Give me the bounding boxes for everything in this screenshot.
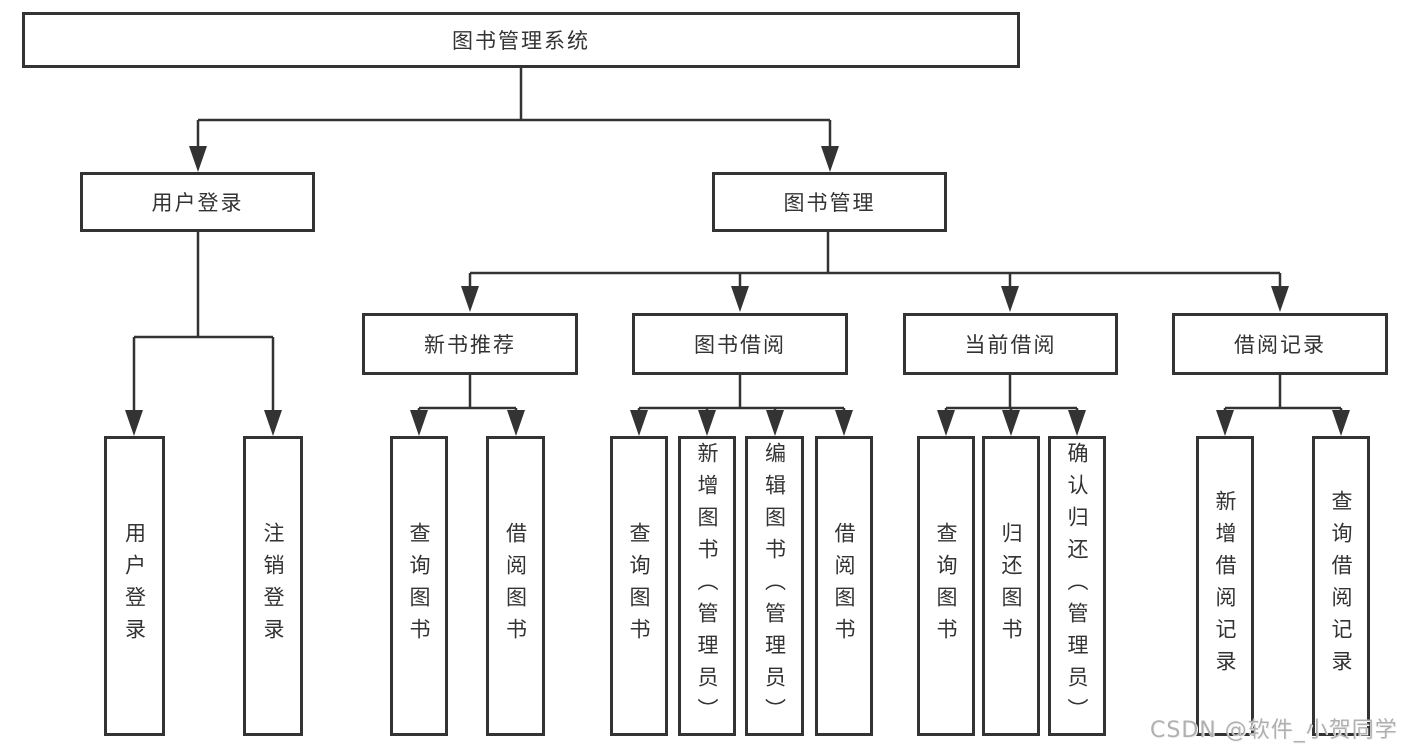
- leaf-records-add-record-label: 新增借阅记录: [1213, 490, 1237, 682]
- leaf-current-query-books-label: 查询图书: [934, 522, 958, 650]
- leaf-borrowing-add-books-admin-label: 新增图书（管理员）: [695, 442, 719, 730]
- leaf-borrowing-edit-books-admin: 编辑图书（管理员）: [745, 436, 804, 736]
- node-group-book-borrowing-label: 图书借阅: [694, 333, 786, 357]
- node-branch-book-management: 图书管理: [712, 172, 947, 232]
- leaf-current-return-books: 归还图书: [982, 436, 1040, 736]
- node-branch-user-login: 用户登录: [80, 172, 315, 232]
- leaf-borrowing-query-books: 查询图书: [610, 436, 668, 736]
- leaf-current-confirm-return-admin-label: 确认归还（管理员）: [1065, 442, 1089, 730]
- leaf-borrowing-borrow-books-label: 借阅图书: [832, 522, 856, 650]
- node-root-system: 图书管理系统: [22, 12, 1020, 68]
- arrowheads: [125, 146, 1350, 436]
- leaf-records-query-record: 查询借阅记录: [1312, 436, 1370, 736]
- node-group-borrowing-records: 借阅记录: [1172, 313, 1388, 375]
- node-branch-user-login-label: 用户登录: [151, 191, 244, 215]
- leaf-borrowing-add-books-admin: 新增图书（管理员）: [678, 436, 736, 736]
- leaf-newrec-borrow-books-label: 借阅图书: [503, 522, 528, 650]
- leaf-newrec-query-books-label: 查询图书: [407, 522, 431, 650]
- node-branch-book-management-label: 图书管理: [783, 191, 876, 215]
- node-group-current-borrowing: 当前借阅: [903, 313, 1118, 375]
- csdn-watermark: CSDN @软件_小贺同学: [1150, 718, 1398, 743]
- node-group-new-book-recommend-label: 新书推荐: [424, 333, 516, 357]
- leaf-newrec-query-books: 查询图书: [390, 436, 448, 736]
- leaf-current-return-books-label: 归还图书: [999, 522, 1023, 650]
- leaf-logout: 注销登录: [243, 436, 303, 736]
- leaf-current-confirm-return-admin: 确认归还（管理员）: [1048, 436, 1106, 736]
- leaf-user-login-label: 用户登录: [122, 522, 147, 650]
- node-group-current-borrowing-label: 当前借阅: [964, 333, 1057, 357]
- leaf-borrowing-query-books-label: 查询图书: [627, 522, 651, 650]
- leaf-borrowing-edit-books-admin-label: 编辑图书（管理员）: [762, 442, 787, 730]
- leaf-records-query-record-label: 查询借阅记录: [1329, 490, 1353, 682]
- leaf-logout-label: 注销登录: [261, 522, 285, 650]
- node-group-borrowing-records-label: 借阅记录: [1234, 333, 1326, 357]
- leaf-borrowing-borrow-books: 借阅图书: [815, 436, 873, 736]
- leaf-user-login: 用户登录: [104, 436, 165, 736]
- leaf-current-query-books: 查询图书: [917, 436, 975, 736]
- leaf-newrec-borrow-books: 借阅图书: [486, 436, 545, 736]
- node-group-new-book-recommend: 新书推荐: [362, 313, 578, 375]
- node-root-system-label: 图书管理系统: [452, 29, 590, 53]
- node-group-book-borrowing: 图书借阅: [632, 313, 848, 375]
- leaf-records-add-record: 新增借阅记录: [1196, 436, 1254, 736]
